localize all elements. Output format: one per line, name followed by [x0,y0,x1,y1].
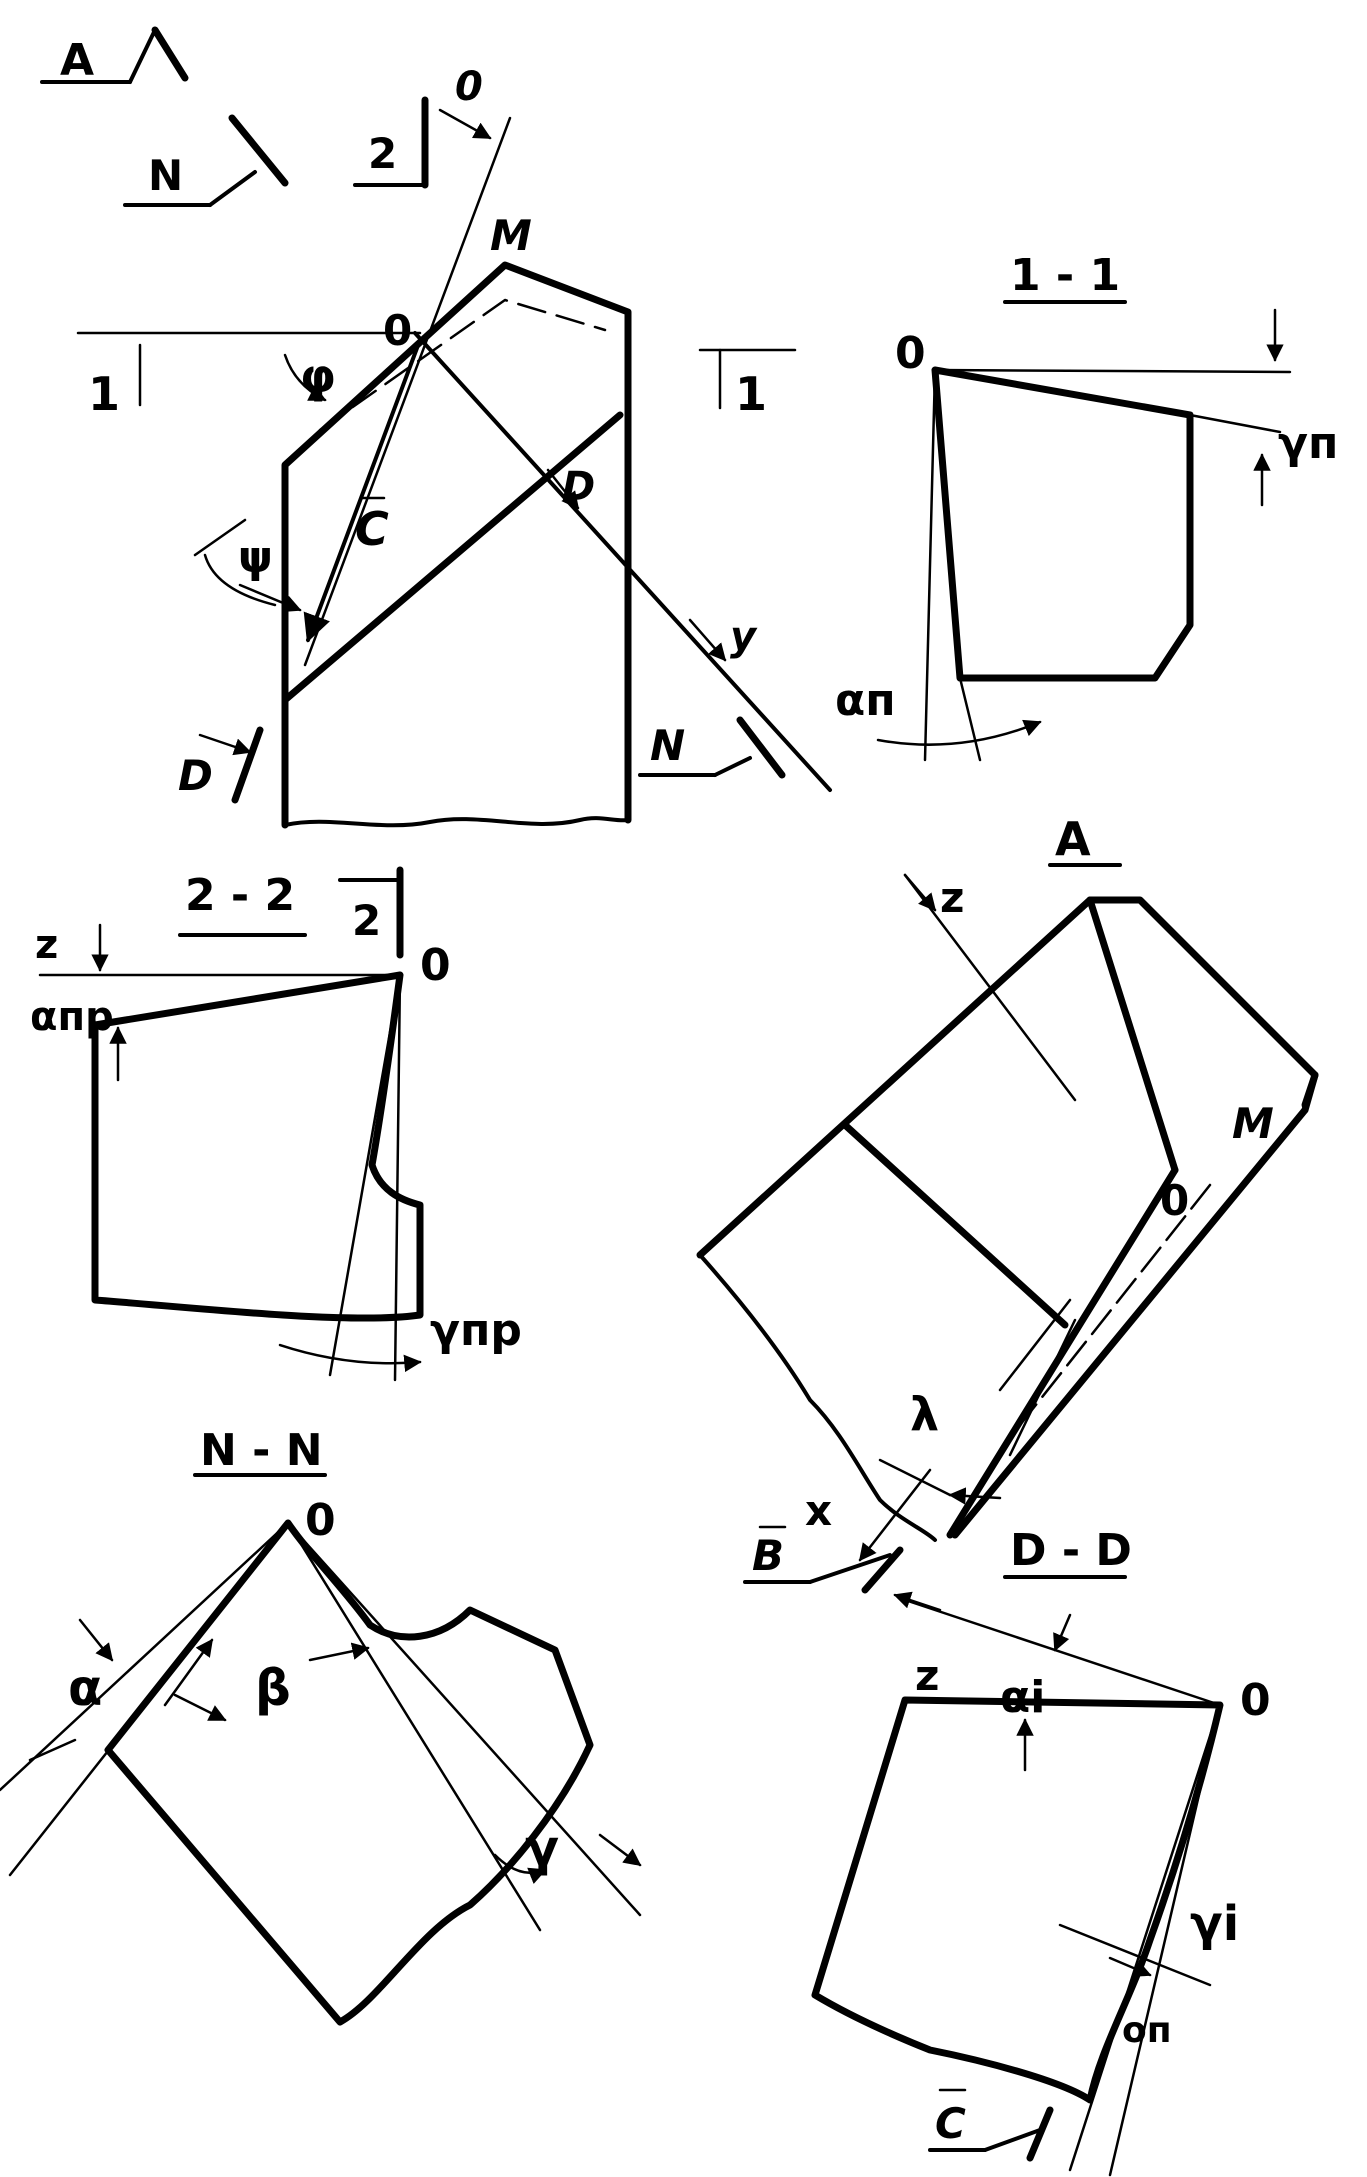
label-N: N [148,151,183,200]
plan-view: M 0 φ ψ C D y 1 1 N D [76,116,832,829]
label-section1-right: 1 [735,367,767,421]
label-z-D-D: z [915,1651,939,1700]
label-axis-0: 0 [455,64,483,110]
label-O-D-D: 0 [1240,1675,1271,1726]
section-marker-2: 2 0 [353,64,492,189]
label-gamma-NN: γ [525,1819,559,1877]
label-O-2-2: 0 [420,940,451,991]
label-alpha-NN: α [68,1659,102,1717]
label-O-main: 0 [383,306,412,355]
label-on-D-D: оп [1122,2010,1172,2051]
label-alpha-np: αпр [30,994,114,1040]
label-z-A: z [940,873,964,922]
label-O-N-N: 0 [305,1495,336,1546]
title-A: A [1055,812,1091,866]
label-N-bottom: N [650,721,685,770]
label-A: A [60,35,94,86]
label-lambda: λ [910,1387,939,1441]
label-D-marker: D [178,751,213,800]
section-1-1: 1 - 1 0 γп αп [835,250,1338,762]
label-2: 2 [368,129,397,178]
label-D: D [562,464,595,510]
label-psi: ψ [238,532,273,583]
label-beta-NN: β [255,1659,291,1717]
label-gamma-i: γi [1190,1896,1239,1952]
label-B-A: B [752,1531,784,1580]
label-M-A: M [1232,1099,1274,1148]
label-gamma-np: γпр [430,1305,522,1356]
section-2-2: 2 - 2 2 0 z αпр γпр [30,866,522,1382]
view-marker-A: A [40,26,189,86]
label-z-2-2: z [35,922,58,968]
label-C-D-D: C [935,2099,966,2148]
view-A: A z M 0 λ x B [696,812,1319,1594]
label-gamma-n: γп [1278,418,1338,469]
label-O-A: 0 [1160,1176,1189,1225]
section-marker-N: N [123,114,289,207]
axis-line-0 [303,116,512,667]
section-N-N: N - N 0 α β γ [0,1425,642,2026]
title-N-N: N - N [200,1425,323,1476]
label-C: C [355,502,389,556]
label-section1-left: 1 [88,367,120,421]
title-1-1: 1 - 1 [1010,250,1120,301]
section-D-D: D - D z αi 0 γi оп C [811,1525,1271,2177]
label-alpha-i: αi [1000,1672,1045,1723]
label-phi: φ [300,349,336,403]
label-alpha-n: αп [835,675,896,726]
label-x-A: x [805,1486,832,1535]
title-D-D: D - D [1010,1525,1132,1576]
label-marker-2-2: 2 [352,896,381,945]
label-y: y [730,614,758,660]
label-M: M [490,211,532,260]
title-2-2: 2 - 2 [185,870,295,921]
label-O-1-1: 0 [895,328,926,379]
